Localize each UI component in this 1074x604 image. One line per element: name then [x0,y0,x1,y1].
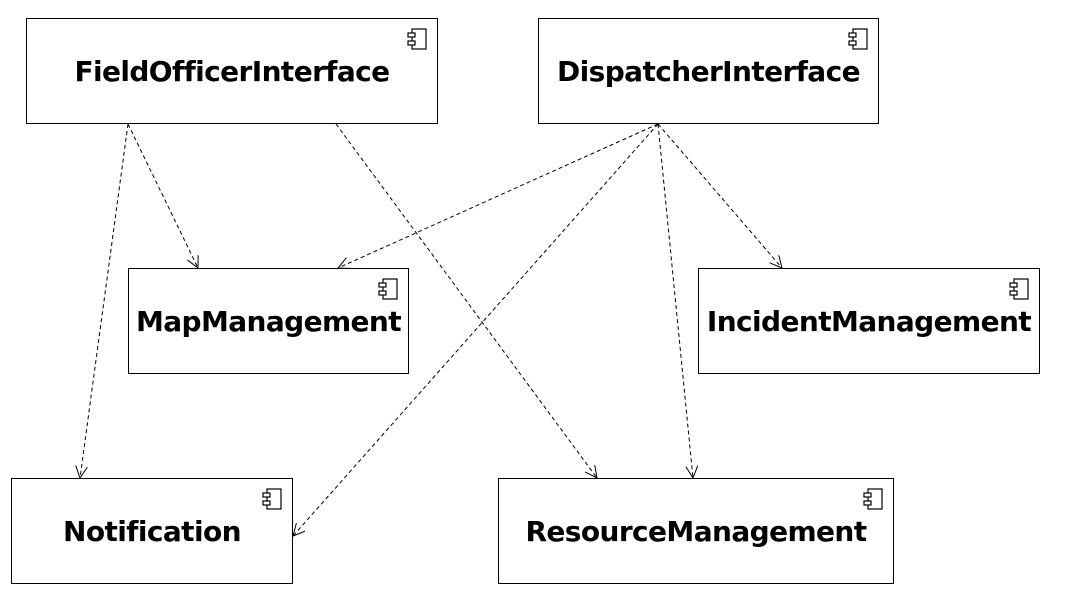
dependency-arrow-field-to-map [127,123,198,268]
dependency-arrow-dispatcher-to-incident [657,123,782,268]
component-icon [262,488,282,510]
dependency-arrow-field-to-resource [335,123,597,478]
component-name: Notification [63,515,241,548]
component-name: DispatcherInterface [557,55,861,88]
component-resourcemanagement: ResourceManagement [498,478,894,584]
component-fieldofficerinterface: FieldOfficerInterface [26,18,438,124]
component-notification: Notification [11,478,293,584]
component-icon [848,28,868,50]
component-icon [863,488,883,510]
dependency-arrow-field-to-notification [80,123,129,478]
component-name: MapManagement [135,305,402,338]
component-icon [407,28,427,50]
component-dispatcherinterface: DispatcherInterface [538,18,879,124]
component-name: IncidentManagement [706,305,1032,338]
dependency-arrow-dispatcher-to-resource [657,123,693,478]
component-icon [1009,278,1029,300]
component-mapmanagement: MapManagement [128,268,409,374]
dependency-arrow-dispatcher-to-map [338,123,659,268]
component-name: ResourceManagement [525,515,867,548]
dependency-arrow-dispatcher-to-notification [293,123,659,536]
component-name: FieldOfficerInterface [74,55,390,88]
component-icon [378,278,398,300]
component-incidentmanagement: IncidentManagement [698,268,1040,374]
